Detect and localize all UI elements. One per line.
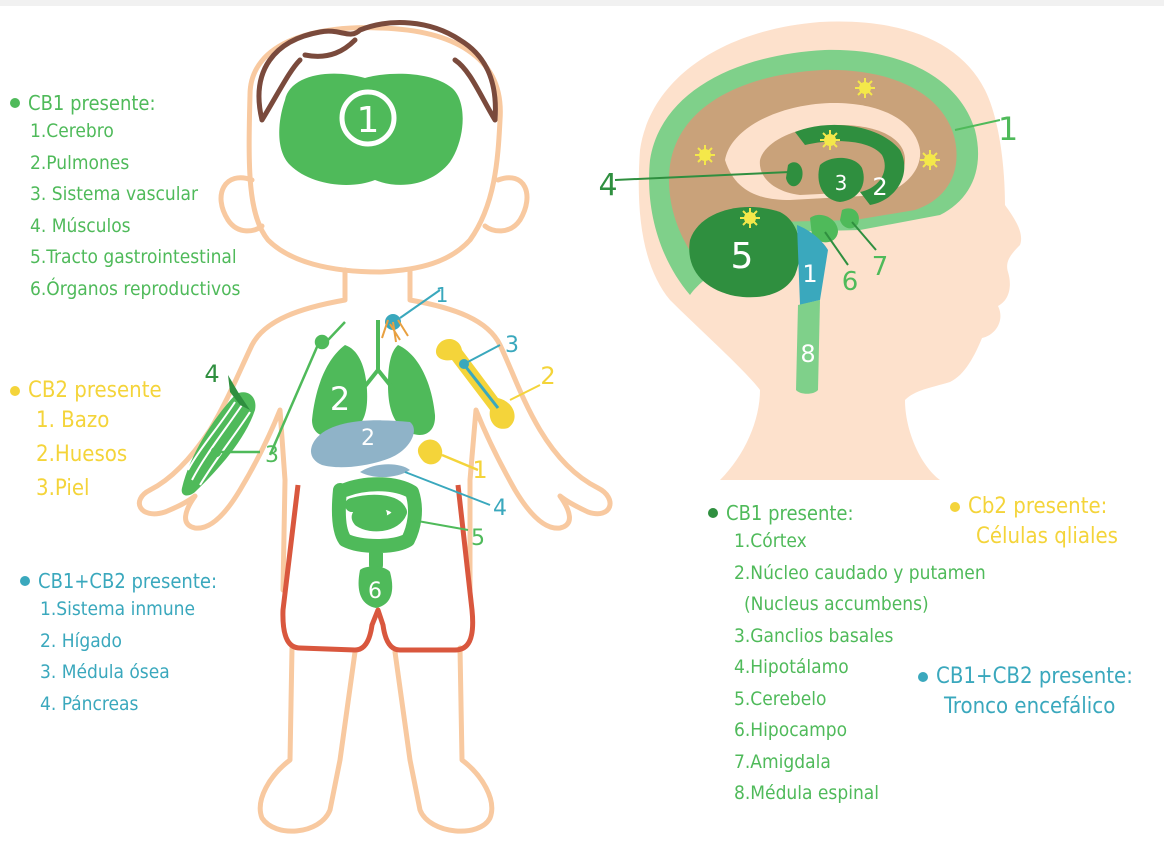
spleen (418, 440, 442, 465)
liver-number: 2 (361, 426, 375, 451)
legend-heading: CB1+CB2 presente: (918, 664, 1133, 690)
brain-number: 1 (357, 100, 380, 141)
legend-item: Tronco encefálico (944, 690, 1133, 724)
legend-item: 1.Sistema inmune (40, 594, 217, 626)
legend-item: 3.Ganclios basales (734, 621, 986, 653)
body-legend-cb1cb2: CB1+CB2 presente: 1.Sistema inmune 2. Hí… (20, 568, 217, 720)
glial-star (695, 145, 715, 165)
legend-item: 2.Núcleo caudado y putamen (734, 558, 986, 590)
gi-number: 5 (471, 526, 485, 551)
legend-item: 2.Pulmones (30, 148, 240, 180)
legend-dot (708, 508, 718, 518)
hippocampus-number: 6 (842, 267, 859, 297)
legend-dot (10, 98, 20, 108)
legend-title: CB1+CB2 presente: (936, 664, 1133, 690)
legend-list: 1.Cerebro 2.Pulmones 3. Sistema vascular… (10, 116, 240, 305)
legend-dot (950, 502, 960, 512)
legend-heading: CB1 presente: (708, 500, 986, 526)
legend-item: 4. Músculos (30, 211, 240, 243)
legend-item: 6.Órganos reproductivos (30, 274, 240, 306)
legend-title: CB1 presente: (28, 90, 156, 116)
brain-legend-cb2: Cb2 presente: Células qliales (950, 494, 1118, 554)
brainstem-number: 1 (802, 260, 817, 288)
legend-item: 8.Médula espinal (734, 778, 986, 810)
body-legend-cb1: CB1 presente: 1.Cerebro 2.Pulmones 3. Si… (10, 90, 240, 305)
amygdala-number: 7 (872, 252, 889, 282)
legend-list: Tronco encefálico (918, 690, 1133, 724)
legend-dot (918, 672, 928, 682)
glial-star (920, 150, 940, 170)
legend-list: 1. Bazo 2.Huesos 3.Piel (10, 404, 162, 506)
legend-heading: CB2 presente (10, 378, 162, 404)
left-leg (260, 648, 355, 831)
basal-number: 3 (835, 171, 848, 195)
legend-heading: CB1+CB2 presente: (20, 568, 217, 594)
right-leg (395, 648, 492, 831)
pancreas (360, 464, 410, 477)
legend-title: CB1+CB2 presente: (38, 568, 217, 594)
marrow-pointer (464, 345, 500, 364)
cerebellum-number: 5 (731, 236, 754, 277)
glial-star (740, 208, 760, 228)
immune-number: 1 (436, 283, 449, 307)
hypothalamus-number: 4 (598, 168, 617, 203)
brain-legend-cb1: CB1 presente: 1.Córtex 2.Núcleo caudado … (708, 500, 986, 810)
legend-item: 2.Huesos (36, 438, 162, 472)
brain-legend-cb1cb2: CB1+CB2 presente: Tronco encefálico (918, 664, 1133, 724)
legend-item: (Nucleus accumbens) (734, 589, 986, 621)
legend-item: 7.Amigdala (734, 747, 986, 779)
legend-item: Células qliales (976, 520, 1118, 554)
legend-dot (10, 386, 20, 396)
gi-tract (339, 484, 415, 565)
marrow-number: 3 (505, 333, 519, 358)
legend-title: Cb2 presente: (968, 494, 1107, 520)
legend-item: 1. Bazo (36, 404, 162, 438)
marrow-line (462, 362, 498, 408)
legend-list: Células qliales (950, 520, 1118, 554)
legend-item: 4. Páncreas (40, 689, 217, 721)
legend-item: 3. Sistema vascular (30, 179, 240, 211)
legend-heading: CB1 presente: (10, 90, 240, 116)
legend-item: 5.Tracto gastrointestinal (30, 242, 240, 274)
lungs-number: 2 (330, 380, 350, 418)
legend-title: CB1 presente: (726, 500, 854, 526)
spinal-number: 8 (800, 340, 815, 368)
bone-number: 2 (540, 362, 555, 390)
legend-dot (20, 576, 30, 586)
body-outline-right (410, 270, 610, 590)
legend-item: 1.Córtex (734, 526, 986, 558)
legend-item: 3. Médula ósea (40, 657, 217, 689)
vascular-number: 3 (265, 443, 279, 468)
spleen-number: 1 (472, 456, 487, 484)
glial-star (820, 130, 840, 150)
muscle-number: 4 (204, 360, 219, 388)
body-legend-cb2: CB2 presente 1. Bazo 2.Huesos 3.Piel (10, 378, 162, 506)
legend-heading: Cb2 presente: (950, 494, 1118, 520)
glial-star (855, 78, 875, 98)
pancreas-number: 4 (493, 496, 507, 521)
reproductive-number: 6 (368, 579, 382, 604)
legend-item: 2. Hígado (40, 626, 217, 658)
caudate-number: 2 (872, 173, 887, 201)
cortex-number: 1 (998, 110, 1018, 148)
legend-list: 1.Sistema inmune 2. Hígado 3. Médula óse… (20, 594, 217, 720)
legend-item: 3.Piel (36, 472, 162, 506)
legend-title: CB2 presente (28, 378, 162, 404)
legend-item: 1.Cerebro (30, 116, 240, 148)
